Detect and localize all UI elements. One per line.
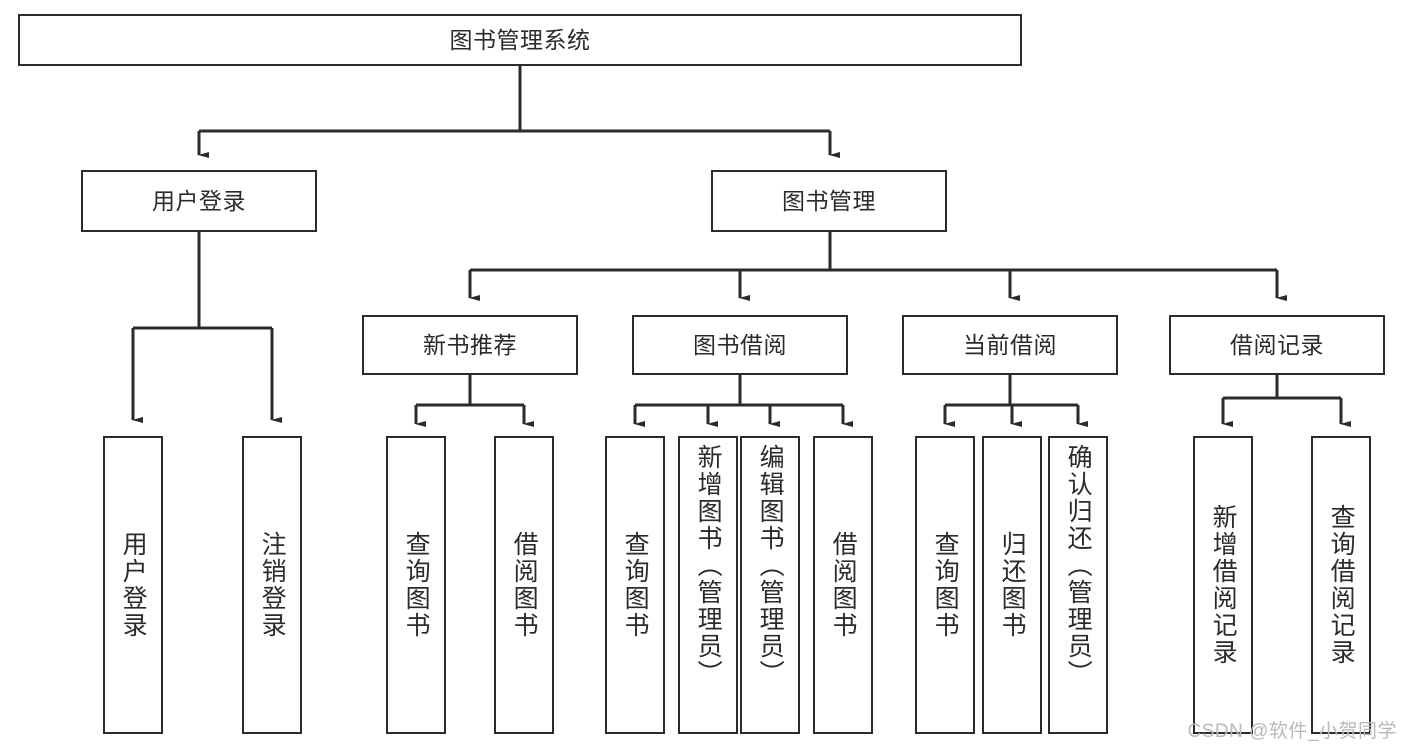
leaf-query-book-2-label: 查询图书 xyxy=(621,531,650,639)
node-user-login[interactable]: 用户登录 xyxy=(81,170,317,232)
leaf-confirm-return-label: 确认归还（管理员） xyxy=(1064,444,1093,687)
node-new-book-recommend[interactable]: 新书推荐 xyxy=(362,315,578,375)
leaf-borrow-book-1-label: 借阅图书 xyxy=(510,531,539,639)
node-borrow-record-label: 借阅记录 xyxy=(1230,331,1324,358)
leaf-query-book-3-label: 查询图书 xyxy=(931,531,960,639)
leaf-return-book[interactable]: 归还图书 xyxy=(982,436,1042,734)
node-current-borrow-label: 当前借阅 xyxy=(963,331,1057,358)
csdn-watermark: CSDN @软件_小贺同学 xyxy=(1187,721,1397,742)
node-book-borrow[interactable]: 图书借阅 xyxy=(632,315,848,375)
node-book-manage[interactable]: 图书管理 xyxy=(711,170,947,232)
node-new-book-recommend-label: 新书推荐 xyxy=(423,331,517,358)
leaf-query-book-1-label: 查询图书 xyxy=(402,531,431,639)
node-current-borrow[interactable]: 当前借阅 xyxy=(902,315,1118,375)
leaf-add-record-label: 新增借阅记录 xyxy=(1209,504,1238,666)
leaf-query-book-3[interactable]: 查询图书 xyxy=(915,436,975,734)
leaf-borrow-book-2-label: 借阅图书 xyxy=(829,531,858,639)
node-borrow-record[interactable]: 借阅记录 xyxy=(1169,315,1385,375)
leaf-logout-label: 注销登录 xyxy=(258,531,287,639)
leaf-user-login[interactable]: 用户登录 xyxy=(103,436,163,734)
leaf-add-book-label: 新增图书（管理员） xyxy=(694,444,723,687)
leaf-add-book[interactable]: 新增图书（管理员） xyxy=(678,436,738,734)
node-root-label: 图书管理系统 xyxy=(449,26,591,53)
leaf-borrow-book-2[interactable]: 借阅图书 xyxy=(813,436,873,734)
leaf-add-record[interactable]: 新增借阅记录 xyxy=(1193,436,1253,734)
leaf-query-record[interactable]: 查询借阅记录 xyxy=(1311,436,1371,734)
node-root[interactable]: 图书管理系统 xyxy=(18,14,1022,66)
leaf-query-book-1[interactable]: 查询图书 xyxy=(386,436,446,734)
leaf-edit-book[interactable]: 编辑图书（管理员） xyxy=(740,436,800,734)
leaf-return-book-label: 归还图书 xyxy=(998,531,1027,639)
leaf-borrow-book-1[interactable]: 借阅图书 xyxy=(494,436,554,734)
leaf-query-record-label: 查询借阅记录 xyxy=(1327,504,1356,666)
leaf-logout[interactable]: 注销登录 xyxy=(242,436,302,734)
leaf-edit-book-label: 编辑图书（管理员） xyxy=(756,444,785,687)
node-book-manage-label: 图书管理 xyxy=(782,187,876,214)
node-book-borrow-label: 图书借阅 xyxy=(693,331,787,358)
node-user-login-label: 用户登录 xyxy=(152,187,246,214)
leaf-query-book-2[interactable]: 查询图书 xyxy=(605,436,665,734)
leaf-user-login-label: 用户登录 xyxy=(119,531,148,639)
leaf-confirm-return[interactable]: 确认归还（管理员） xyxy=(1048,436,1108,734)
